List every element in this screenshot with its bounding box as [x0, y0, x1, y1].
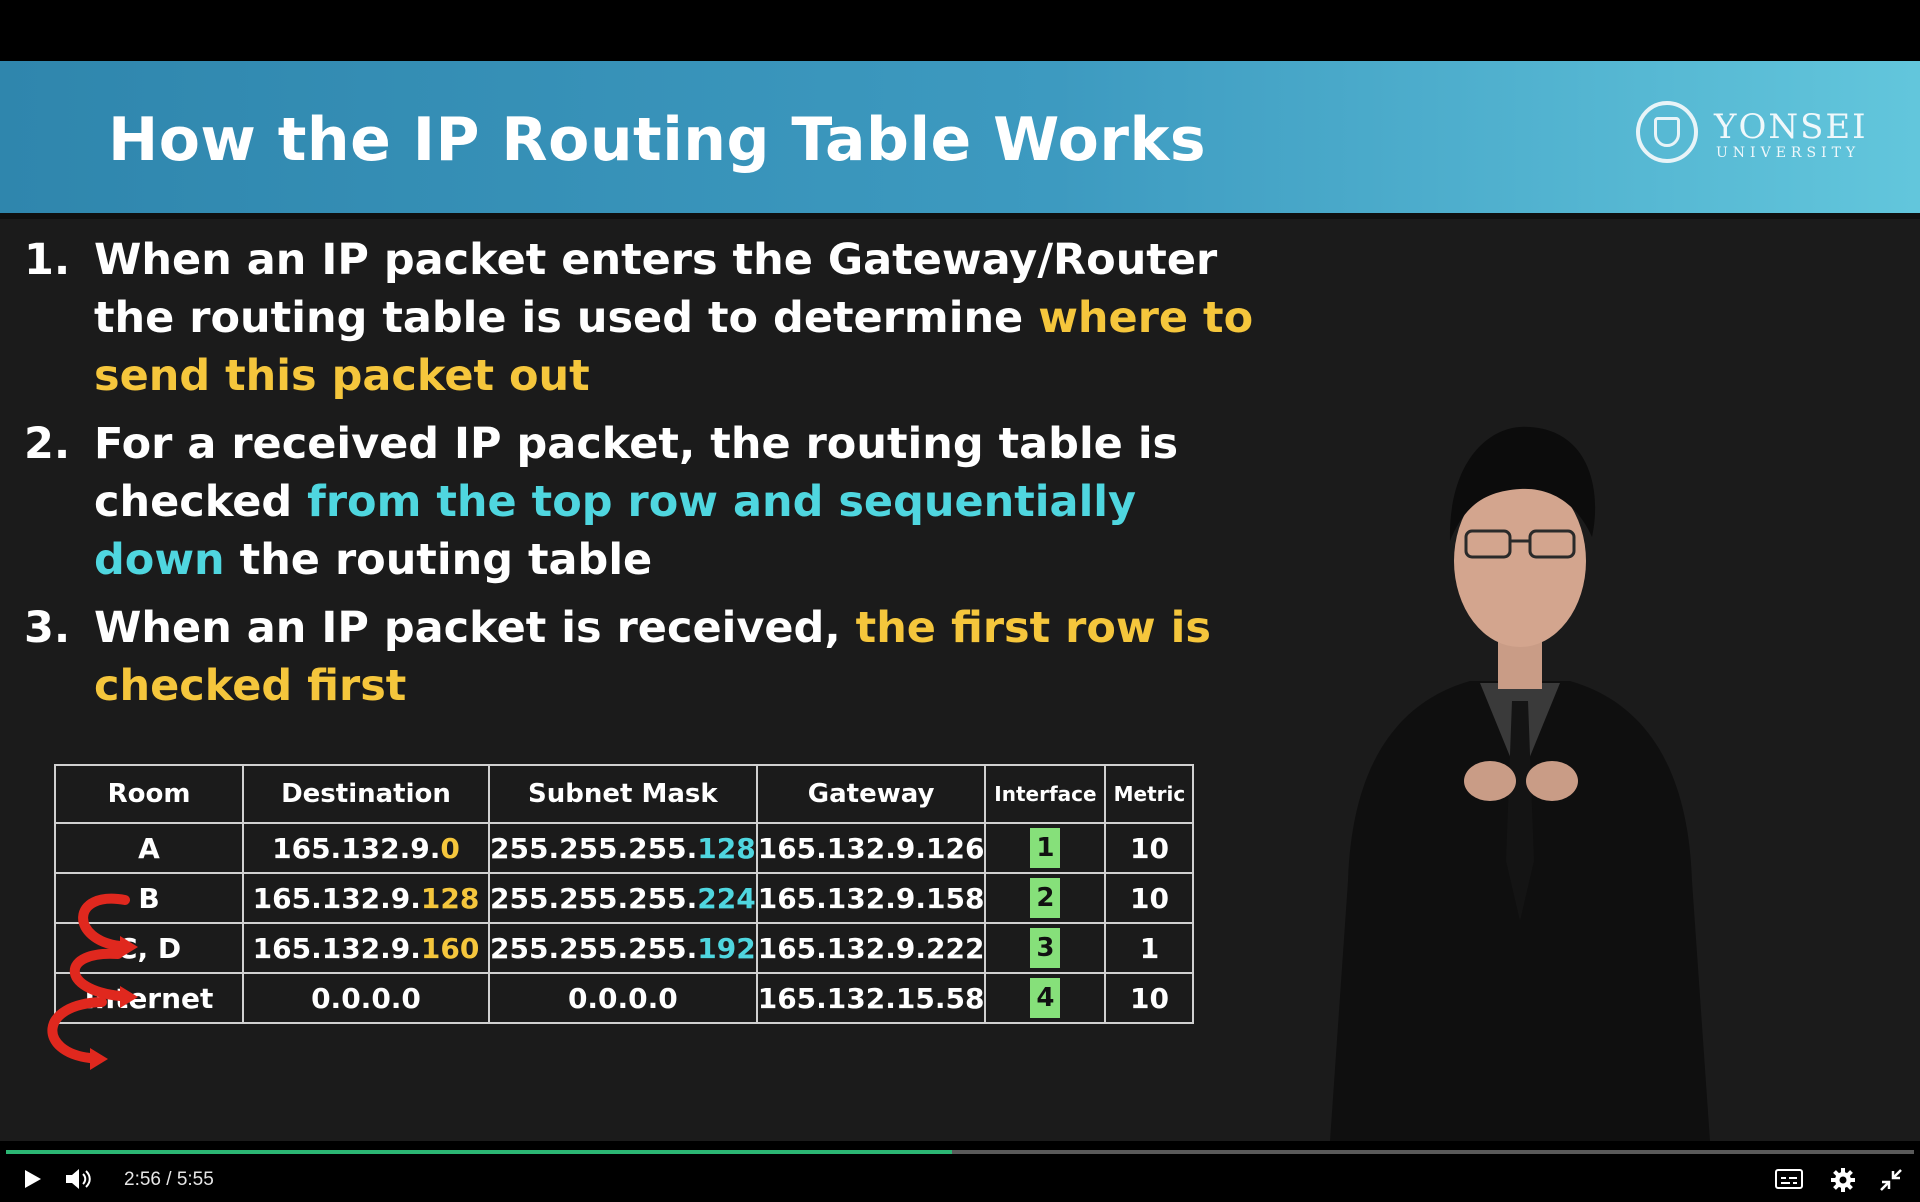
play-icon[interactable]: [20, 1167, 44, 1191]
table-row: C, D 165.132.9.160 255.255.255.192 165.1…: [54, 922, 1195, 974]
mask-base: 255.255.255.: [490, 881, 698, 915]
metric-cell: 10: [1104, 872, 1195, 924]
destination-base: 0.0.0.0: [311, 981, 421, 1015]
captions-icon[interactable]: [1774, 1167, 1804, 1191]
interface-badge: 1: [1030, 828, 1061, 868]
video-frame[interactable]: How the IP Routing Table Works YONSEI UN…: [0, 61, 1920, 1141]
destination-highlight: 0: [440, 831, 460, 865]
progress-fill: [6, 1150, 953, 1154]
metric-cell: 10: [1104, 972, 1195, 1024]
gateway-cell: 165.132.9.158: [755, 872, 987, 924]
subnet-mask-cell: 255.255.255.128: [488, 822, 758, 874]
destination-cell: 0.0.0.0: [242, 972, 490, 1024]
table-row: B 165.132.9.128 255.255.255.224 165.132.…: [54, 872, 1195, 924]
routing-table: Room Destination Subnet Mask Gateway Int…: [54, 764, 1195, 1024]
metric-cell: 1: [1104, 922, 1195, 974]
point-number: 3.: [24, 603, 71, 653]
time-separator: /: [166, 1169, 172, 1190]
yonsei-seal-icon: [1636, 101, 1698, 163]
mask-base: 255.255.255.: [490, 831, 698, 865]
table-row: A 165.132.9.0 255.255.255.128 165.132.9.…: [54, 822, 1195, 874]
point-3: 3. When an IP packet is received, the fi…: [24, 599, 1264, 715]
room-cell: C, D: [54, 922, 244, 974]
point-number: 1.: [24, 235, 71, 285]
table-header-row: Room Destination Subnet Mask Gateway Int…: [54, 764, 1195, 824]
point-text: When an IP packet is received,: [94, 603, 856, 653]
point-text: the routing table: [224, 535, 653, 585]
mask-base: 0.0.0.0: [567, 981, 678, 1015]
point-2: 2. For a received IP packet, the routing…: [24, 415, 1264, 589]
destination-cell: 165.132.9.128: [242, 872, 490, 924]
destination-cell: 165.132.9.160: [242, 922, 490, 974]
column-header-metric: Metric: [1104, 764, 1195, 824]
slide-title: How the IP Routing Table Works: [108, 105, 1207, 175]
volume-icon[interactable]: [64, 1167, 94, 1191]
column-header-subnet-mask: Subnet Mask: [488, 764, 758, 824]
interface-cell: 2: [984, 872, 1107, 924]
current-time: 2:56: [124, 1169, 161, 1190]
room-cell: B: [54, 872, 244, 924]
subnet-mask-cell: 255.255.255.192: [488, 922, 758, 974]
destination-highlight: 128: [420, 881, 480, 915]
slide-points: 1. When an IP packet enters the Gateway/…: [24, 231, 1264, 725]
point-1: 1. When an IP packet enters the Gateway/…: [24, 231, 1264, 405]
point-highlight: the first row is checked first: [94, 603, 1211, 711]
destination-highlight: 160: [420, 931, 480, 965]
video-controls: 2:56 / 5:55: [0, 1141, 1920, 1202]
mask-highlight: 224: [697, 881, 756, 915]
table-row: Internet 0.0.0.0 0.0.0.0 165.132.15.58 4…: [54, 972, 1195, 1024]
interface-badge: 3: [1030, 928, 1061, 968]
mask-highlight: 128: [697, 831, 756, 865]
subnet-mask-cell: 255.255.255.224: [488, 872, 758, 924]
point-number: 2.: [24, 419, 71, 469]
exit-fullscreen-icon[interactable]: [1878, 1167, 1904, 1193]
point-highlight: where to send this packet out: [94, 293, 1254, 401]
interface-cell: 4: [984, 972, 1107, 1024]
logo-name: YONSEI: [1714, 107, 1868, 147]
gateway-cell: 165.132.9.126: [755, 822, 987, 874]
metric-cell: 10: [1104, 822, 1195, 874]
time-display: 2:56 / 5:55: [124, 1169, 214, 1191]
interface-badge: 2: [1030, 878, 1061, 918]
destination-cell: 165.132.9.0: [242, 822, 490, 874]
destination-base: 165.132.9.: [272, 831, 441, 865]
gateway-cell: 165.132.9.222: [755, 922, 987, 974]
subnet-mask-cell: 0.0.0.0: [488, 972, 758, 1024]
presenter-figure: [1330, 426, 1710, 1141]
slide-header: How the IP Routing Table Works YONSEI UN…: [0, 61, 1920, 219]
progress-bar[interactable]: [6, 1150, 1914, 1154]
point-text: When an IP packet enters the Gateway/Rou…: [94, 235, 1218, 343]
room-cell: A: [54, 822, 244, 874]
interface-badge: 4: [1030, 978, 1061, 1018]
column-header-destination: Destination: [242, 764, 490, 824]
destination-base: 165.132.9.: [252, 881, 421, 915]
column-header-interface: Interface: [984, 764, 1107, 824]
column-header-room: Room: [54, 764, 244, 824]
university-logo: YONSEI UNIVERSITY: [1636, 101, 1866, 171]
column-header-gateway: Gateway: [755, 764, 987, 824]
interface-cell: 1: [984, 822, 1107, 874]
gateway-cell: 165.132.15.58: [755, 972, 987, 1024]
room-cell: Internet: [54, 972, 244, 1024]
duration: 5:55: [176, 1169, 214, 1190]
logo-subtitle: UNIVERSITY: [1716, 145, 1861, 161]
interface-cell: 3: [984, 922, 1107, 974]
mask-highlight: 192: [697, 931, 756, 965]
point-highlight: from the top row and sequentially down: [94, 477, 1137, 585]
destination-base: 165.132.9.: [252, 931, 421, 965]
gear-icon[interactable]: [1830, 1167, 1856, 1193]
point-text: For a received IP packet, the routing ta…: [94, 419, 1179, 527]
mask-base: 255.255.255.: [490, 931, 698, 965]
arrowhead: [90, 1048, 108, 1070]
